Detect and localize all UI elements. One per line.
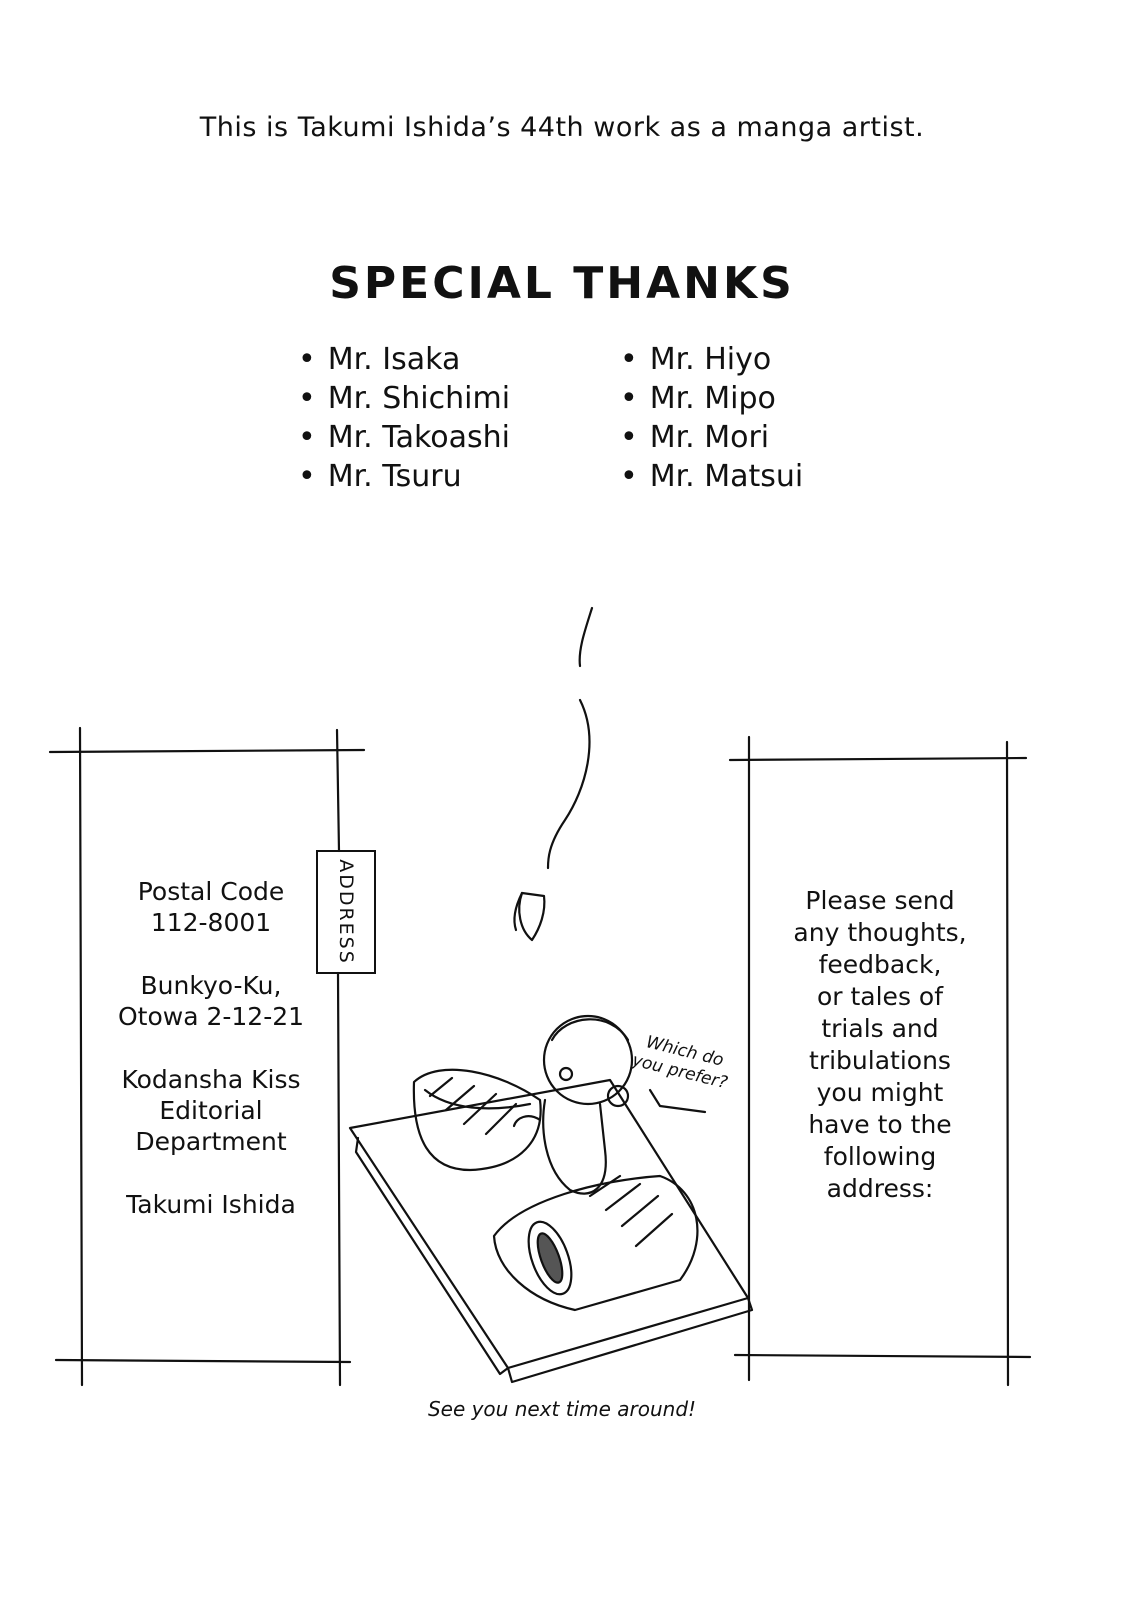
street-line: Otowa 2-12-21 xyxy=(117,1002,305,1031)
company-line: Department xyxy=(135,1127,287,1156)
thanks-name: Mr. Tsuru xyxy=(298,457,510,496)
special-thanks-title: SPECIAL THANKS xyxy=(329,258,795,309)
address-tag-label: ADDRESS xyxy=(335,859,357,965)
footer-text: See you next time around! xyxy=(427,1397,697,1421)
thanks-name: Mr. Hiyo xyxy=(620,340,803,379)
thanks-name: Mr. Isaka xyxy=(298,340,510,379)
thanks-name: Mr. Takoashi xyxy=(298,418,510,457)
left-panel-frame xyxy=(48,726,366,1387)
message-line: feedback, xyxy=(818,950,942,979)
message-line: address: xyxy=(826,1174,934,1203)
thanks-list-left: Mr. Isaka Mr. Shichimi Mr. Takoashi Mr. … xyxy=(298,340,510,496)
message-line: trials and xyxy=(821,1014,939,1043)
message-line: any thoughts, xyxy=(793,918,967,947)
leaf-trail xyxy=(513,606,594,942)
thanks-name: Mr. Shichimi xyxy=(298,379,510,418)
right-panel-frame xyxy=(728,735,1032,1387)
thanks-name: Mr. Matsui xyxy=(620,457,804,496)
street-line: Bunkyo-Ku, xyxy=(140,971,282,1000)
message-line: tribulations xyxy=(809,1046,951,1075)
recipient-name: Takumi Ishida xyxy=(126,1190,296,1219)
message-line: following xyxy=(823,1142,937,1171)
message-line: Please send xyxy=(805,886,955,915)
address-tag: ADDRESS xyxy=(316,850,376,974)
message-line: have to the xyxy=(808,1110,952,1139)
postal-code: 112-8001 xyxy=(150,908,272,937)
postal-label: Postal Code xyxy=(137,877,285,906)
thanks-list-right: Mr. Hiyo Mr. Mipo Mr. Mori Mr. Matsui xyxy=(620,340,804,496)
message-line: you might xyxy=(816,1078,944,1107)
address-block: Postal Code 112-8001 Bunkyo-Ku, Otowa 2-… xyxy=(96,876,326,1220)
company-line: Editorial xyxy=(159,1096,263,1125)
message-line: or tales of xyxy=(816,982,944,1011)
message-block: Please send any thoughts, feedback, or t… xyxy=(770,885,990,1205)
sakura-mochi-illustration xyxy=(348,1014,754,1384)
thanks-name: Mr. Mipo xyxy=(620,379,803,418)
intro-text: This is Takumi Ishida’s 44th work as a m… xyxy=(199,112,925,143)
thanks-name: Mr. Mori xyxy=(620,418,803,457)
company-line: Kodansha Kiss xyxy=(121,1065,301,1094)
